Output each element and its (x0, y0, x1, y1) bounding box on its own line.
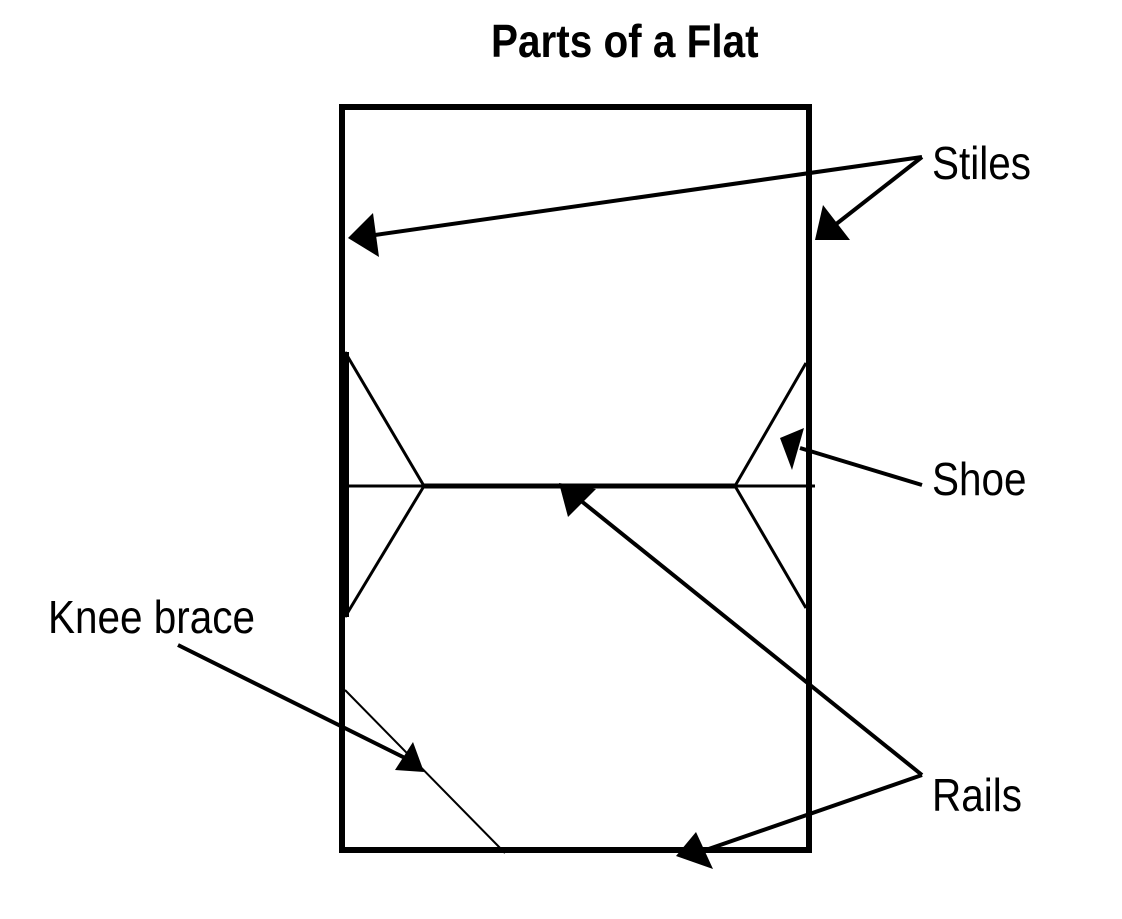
rails-label: Rails (932, 769, 1022, 821)
left-shoe-lower (343, 485, 426, 618)
knee-brace-line (344, 689, 506, 854)
rails-arrowhead-middle (559, 483, 596, 517)
diagram-title: Parts of a Flat (490, 15, 759, 67)
right-shoe-lower (733, 485, 808, 609)
stiles-arrow-left-line (374, 155, 923, 237)
flat-frame (339, 104, 812, 853)
rails-arrow-middle-line (578, 498, 924, 777)
shoe-arrow-line (799, 446, 923, 487)
stiles-arrow-right-line (833, 155, 924, 227)
knee-brace-label: Knee brace (48, 591, 256, 643)
stiles-label: Stiles (932, 137, 1031, 189)
stiles-arrowhead-left (348, 213, 379, 257)
rails-arrow-bottom-line (699, 773, 923, 854)
right-shoe-upper (733, 362, 808, 487)
shoe-arrowhead (780, 428, 804, 470)
left-shoe-upper (343, 351, 426, 487)
shoe-label: Shoe (932, 453, 1027, 505)
rails-arrowhead-bottom (676, 832, 713, 869)
knee-arrow-line (177, 643, 406, 760)
knee-arrowhead (395, 742, 424, 772)
stiles-arrowhead-right (815, 205, 850, 240)
